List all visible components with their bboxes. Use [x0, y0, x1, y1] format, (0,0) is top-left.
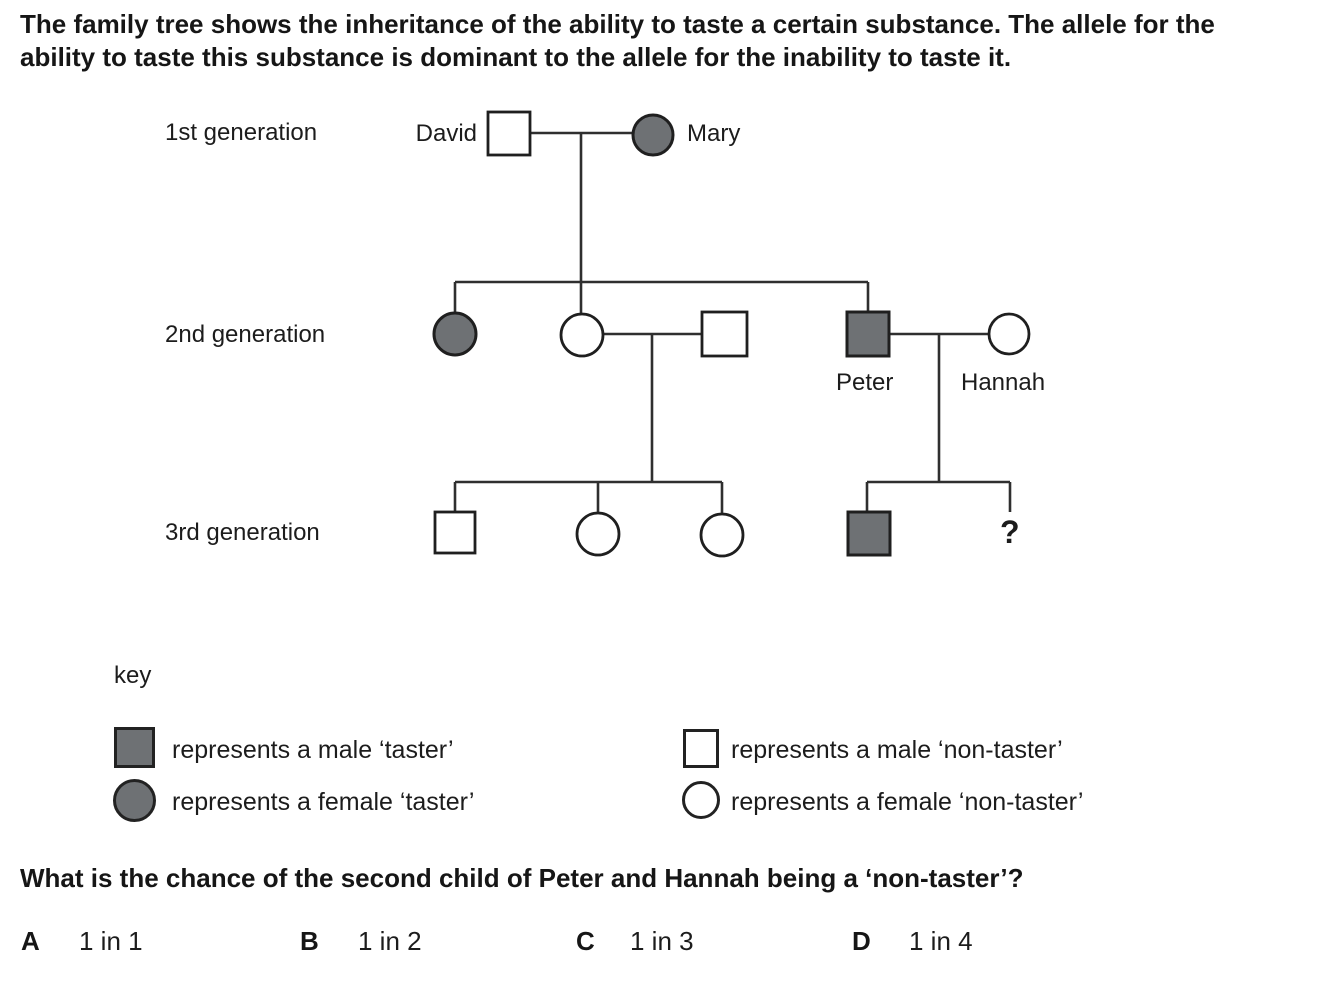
pedigree-node-peter-hannah-son: [846, 510, 892, 557]
key-open-square-icon: [683, 729, 719, 768]
name-label-david: David: [415, 120, 477, 147]
key-label-female-taster: represents a female ‘taster’: [172, 788, 475, 816]
family-tree-diagram: [432, 110, 1031, 558]
generation-label-1: 1st generation: [165, 119, 318, 146]
pedigree-node-gen3-daughter-2: [699, 512, 745, 558]
key-open-circle-icon: [682, 781, 720, 819]
key-filled-circle-icon: [113, 779, 156, 822]
option-letter-d: D: [852, 926, 871, 956]
option-value-d: 1 in 4: [909, 926, 973, 956]
unknown-child-question-mark: ?: [1000, 514, 1020, 550]
key-title: key: [114, 662, 152, 689]
pedigree-node-hannah: [987, 312, 1031, 356]
key-filled-square-icon: [114, 727, 155, 768]
option-value-c: 1 in 3: [630, 926, 694, 956]
pedigree-node-gen2-husband: [700, 310, 749, 358]
pedigree-node-gen2-daughter-nontaster: [559, 312, 605, 358]
generation-label-3: 3rd generation: [165, 519, 320, 546]
pedigree-node-gen2-daughter-taster: [432, 311, 478, 357]
name-label-mary: Mary: [687, 120, 741, 147]
pedigree-node-mary: [631, 113, 675, 157]
option-value-a: 1 in 1: [79, 926, 143, 956]
pedigree-node-peter: [845, 310, 891, 358]
key-label-female-nontaster: represents a female ‘non-taster’: [731, 788, 1084, 816]
option-letter-b: B: [300, 926, 319, 956]
pedigree-node-gen3-daughter-1: [575, 511, 621, 557]
option-letter-c: C: [576, 926, 595, 956]
option-letter-a: A: [21, 926, 40, 956]
pedigree-node-gen3-son: [433, 510, 477, 555]
option-value-b: 1 in 2: [358, 926, 422, 956]
name-label-peter: Peter: [836, 369, 894, 396]
key-label-male-nontaster: represents a male ‘non-taster’: [731, 736, 1063, 764]
key-label-male-taster: represents a male ‘taster’: [172, 736, 454, 764]
generation-label-2: 2nd generation: [165, 321, 326, 348]
intro-text-line-1: The family tree shows the inheritance of…: [20, 9, 1215, 39]
intro-text-line-2: ability to taste this substance is domin…: [20, 42, 1012, 72]
pedigree-node-david: [486, 110, 532, 157]
name-label-hannah: Hannah: [961, 369, 1046, 396]
question-text: What is the chance of the second child o…: [20, 863, 1024, 893]
